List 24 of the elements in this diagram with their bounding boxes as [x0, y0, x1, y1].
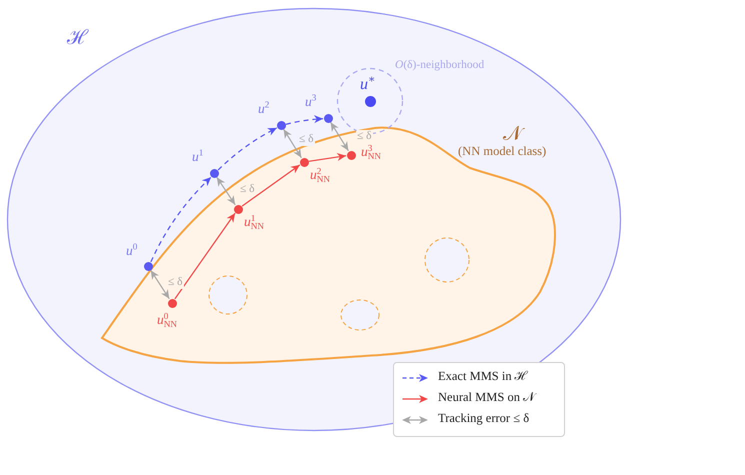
dashed-arrow [218, 127, 278, 171]
legend-label: Exact MMS in ℋ [438, 369, 528, 384]
double-arrow [150, 270, 170, 300]
edge-label: ≤ δ [239, 183, 256, 196]
dashed-arrow [150, 176, 212, 262]
double-arrow [330, 122, 349, 152]
double-arrow [283, 128, 302, 158]
dashed-arrow [286, 115, 324, 125]
point-label: u$^{∗}$ [360, 76, 376, 94]
legend-label: Neural MMS on 𝒩 [438, 390, 536, 404]
point-label: u$^{1}$ [192, 149, 204, 165]
region-caption: (NN model class) [458, 144, 546, 158]
arrow [174, 212, 236, 300]
arrow [242, 164, 300, 207]
arrow [308, 153, 346, 162]
point-label: u$^{3}$ [305, 94, 316, 110]
edge-label: ≤ δ [298, 133, 315, 146]
double-arrow [216, 176, 236, 206]
point-label: u$^{2}$ [258, 101, 270, 117]
edge-label: ≤ δ [167, 276, 184, 290]
region-label: ℋ [67, 27, 88, 50]
region-label: O(δ)-neighborhood [395, 59, 484, 72]
legend-label: Tracking error ≤ δ [438, 411, 530, 426]
point-label: u$^{0}$ [126, 243, 138, 259]
